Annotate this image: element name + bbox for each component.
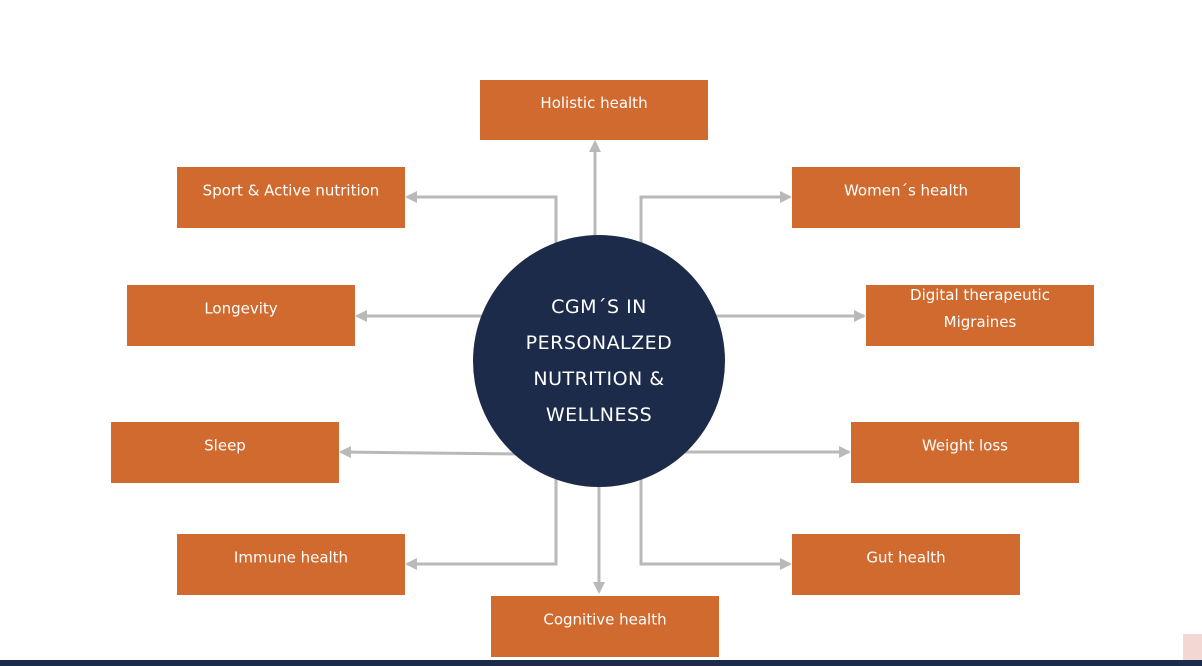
corner-logo-fragment xyxy=(1183,634,1202,660)
node-label: Sport & Active nutrition xyxy=(203,182,380,200)
hub-title-line: PERSONALZED xyxy=(526,332,673,354)
node-label: Holistic health xyxy=(540,94,647,112)
node-box xyxy=(177,167,405,228)
node-immune-health: Immune health xyxy=(177,534,405,595)
hub-circle-shape xyxy=(473,235,725,487)
hub-title-line: WELLNESS xyxy=(546,404,652,426)
node-box xyxy=(792,167,1020,228)
connector-arrow-womens-health xyxy=(639,191,792,248)
node-weight-loss: Weight loss xyxy=(851,422,1079,483)
node-box xyxy=(480,80,708,140)
node-label: Weight loss xyxy=(922,437,1008,455)
node-holistic-health: Holistic health xyxy=(480,80,708,140)
node-label: Gut health xyxy=(866,549,945,567)
node-label: Sleep xyxy=(204,437,246,455)
node-gut-health: Gut health xyxy=(792,534,1020,595)
node-cognitive-health: Cognitive health xyxy=(491,596,719,657)
hub-title-line: NUTRITION & xyxy=(533,368,664,390)
node-box xyxy=(177,534,405,595)
node-longevity: Longevity xyxy=(127,285,355,346)
connector-arrow-sport-active-nutrition xyxy=(405,191,558,248)
node-box xyxy=(491,596,719,657)
node-box xyxy=(111,422,339,483)
hub-circle: CGM´S IN PERSONALZED NUTRITION & WELLNESS xyxy=(473,235,725,487)
connector-arrow-gut-health xyxy=(639,476,792,570)
connector-layer xyxy=(339,140,866,594)
node-label: Longevity xyxy=(204,300,277,318)
node-womens-health: Women´s health xyxy=(792,167,1020,228)
node-sleep: Sleep xyxy=(111,422,339,483)
node-sport-active-nutrition: Sport & Active nutrition xyxy=(177,167,405,228)
footer-bar xyxy=(0,660,1202,666)
node-box xyxy=(792,534,1020,595)
node-label: Digital therapeutic xyxy=(910,286,1050,304)
node-label: Women´s health xyxy=(844,182,968,200)
node-label: Immune health xyxy=(234,549,348,567)
hub-title-line: CGM´S IN xyxy=(551,296,647,318)
node-label: Cognitive health xyxy=(543,611,666,629)
node-box xyxy=(851,422,1079,483)
connector-arrow-immune-health xyxy=(405,476,558,570)
node-box xyxy=(866,285,1094,346)
node-box xyxy=(127,285,355,346)
connector-arrow-sleep xyxy=(339,446,519,459)
node-label: Migraines xyxy=(944,313,1017,331)
